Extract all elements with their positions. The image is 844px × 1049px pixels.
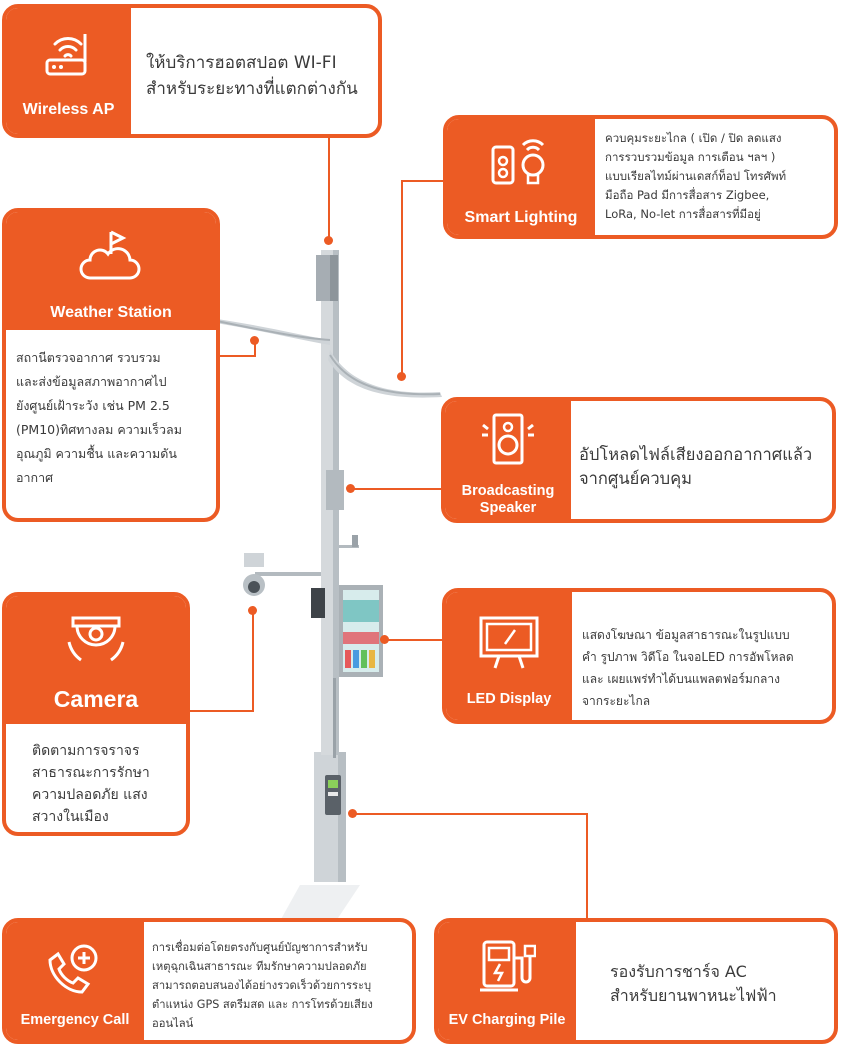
- phone-bulb-icon: [491, 139, 545, 185]
- card-title: Weather Station: [50, 304, 172, 321]
- card-title: Wireless AP: [22, 101, 115, 118]
- connector-wireless: [328, 135, 330, 240]
- camera-device: [244, 553, 264, 567]
- connector-dot: [346, 484, 355, 493]
- card-description: อัปโหลดไฟล์เสียงออกอากาศแล้ว จากศูนย์ควบ…: [579, 445, 813, 488]
- ev-charger-icon: [480, 940, 536, 992]
- wifi-router-icon: [45, 34, 87, 76]
- card-header: EV Charging Pile: [438, 922, 576, 1040]
- emergency-box: [311, 588, 325, 618]
- connector-dot: [348, 809, 357, 818]
- connector-dot: [324, 236, 333, 245]
- card-emergency-call: Emergency Call การเชื่อมต่อโดยตรงกับศูนย…: [2, 918, 416, 1044]
- card-smart-lighting: Smart Lighting ควบคุมระยะไกล ( เปิด / ปิ…: [443, 115, 838, 239]
- connector-dot: [248, 606, 257, 615]
- card-weather-station: Weather Station สถานีตรวจอากาศ รวบรวม แล…: [2, 208, 220, 522]
- speaker-icon: [482, 413, 534, 465]
- connector-dot: [397, 372, 406, 381]
- card-broadcasting-speaker: Broadcasting Speaker อัปโหลดไฟล์เสียงออก…: [441, 397, 836, 523]
- card-title: Smart Lighting: [464, 209, 578, 226]
- card-title: EV Charging Pile: [448, 1012, 566, 1028]
- card-header: Camera: [6, 596, 186, 724]
- card-description: ควบคุมระยะไกล ( เปิด / ปิด ลดแสง การรวบร…: [605, 131, 787, 221]
- card-description: ติดตามการจราจร สาธารณะการรักษา ความปลอดภ…: [32, 743, 150, 825]
- connector-broadcasting: [350, 488, 442, 490]
- connector-camera: [186, 710, 254, 712]
- card-description: ให้บริการฮอตสปอต WI-FI สำหรับระยะทางที่แ…: [146, 53, 358, 99]
- connector-led: [383, 639, 443, 641]
- card-header: Broadcasting Speaker: [445, 401, 571, 519]
- card-description: แสดงโฆษณา ข้อมูลสาธารณะในรูปแบบ คำ รูปภา…: [582, 628, 794, 708]
- connector-dot: [250, 336, 259, 345]
- card-header: Emergency Call: [6, 922, 144, 1040]
- led-screen-icon: [479, 616, 539, 669]
- speaker-box: [326, 470, 344, 510]
- card-camera: Camera ติดตามการจราจร สาธารณะการรักษา คว…: [2, 592, 190, 836]
- cctv-camera-icon: [67, 616, 125, 662]
- card-led-display: LED Display แสดงโฆษณา ข้อมูลสาธารณะในรูป…: [442, 588, 836, 724]
- card-description: การเชื่อมต่อโดยตรงกับศูนย์บัญชาการสำหรับ…: [152, 941, 373, 1030]
- card-title: Broadcasting Speaker: [461, 483, 555, 516]
- connector-smart-lighting: [401, 180, 447, 182]
- connector-dot: [380, 635, 389, 644]
- card-title: Camera: [53, 686, 139, 712]
- emergency-phone-icon: [48, 944, 98, 994]
- card-header: LED Display: [446, 592, 572, 720]
- card-header: Wireless AP: [6, 8, 131, 134]
- card-description: รองรับการชาร์จ AC สำหรับยานพาหนะไฟฟ้า: [610, 962, 777, 1005]
- card-title: Emergency Call: [20, 1012, 130, 1028]
- connector-ev: [352, 813, 588, 815]
- weather-cloud-icon: [79, 230, 141, 280]
- card-header: Smart Lighting: [447, 119, 595, 235]
- card-title: LED Display: [466, 691, 552, 707]
- card-wireless-ap: Wireless AP ให้บริการฮอตสปอต WI-FI สำหรั…: [2, 4, 382, 138]
- card-header: Weather Station: [6, 212, 216, 330]
- card-ev-charging-pile: EV Charging Pile รองรับการชาร์จ AC สำหรั…: [434, 918, 838, 1044]
- connector-weather: [218, 355, 256, 357]
- card-description: สถานีตรวจอากาศ รวบรวม และส่งข้อมูลสภาพอา…: [16, 350, 182, 485]
